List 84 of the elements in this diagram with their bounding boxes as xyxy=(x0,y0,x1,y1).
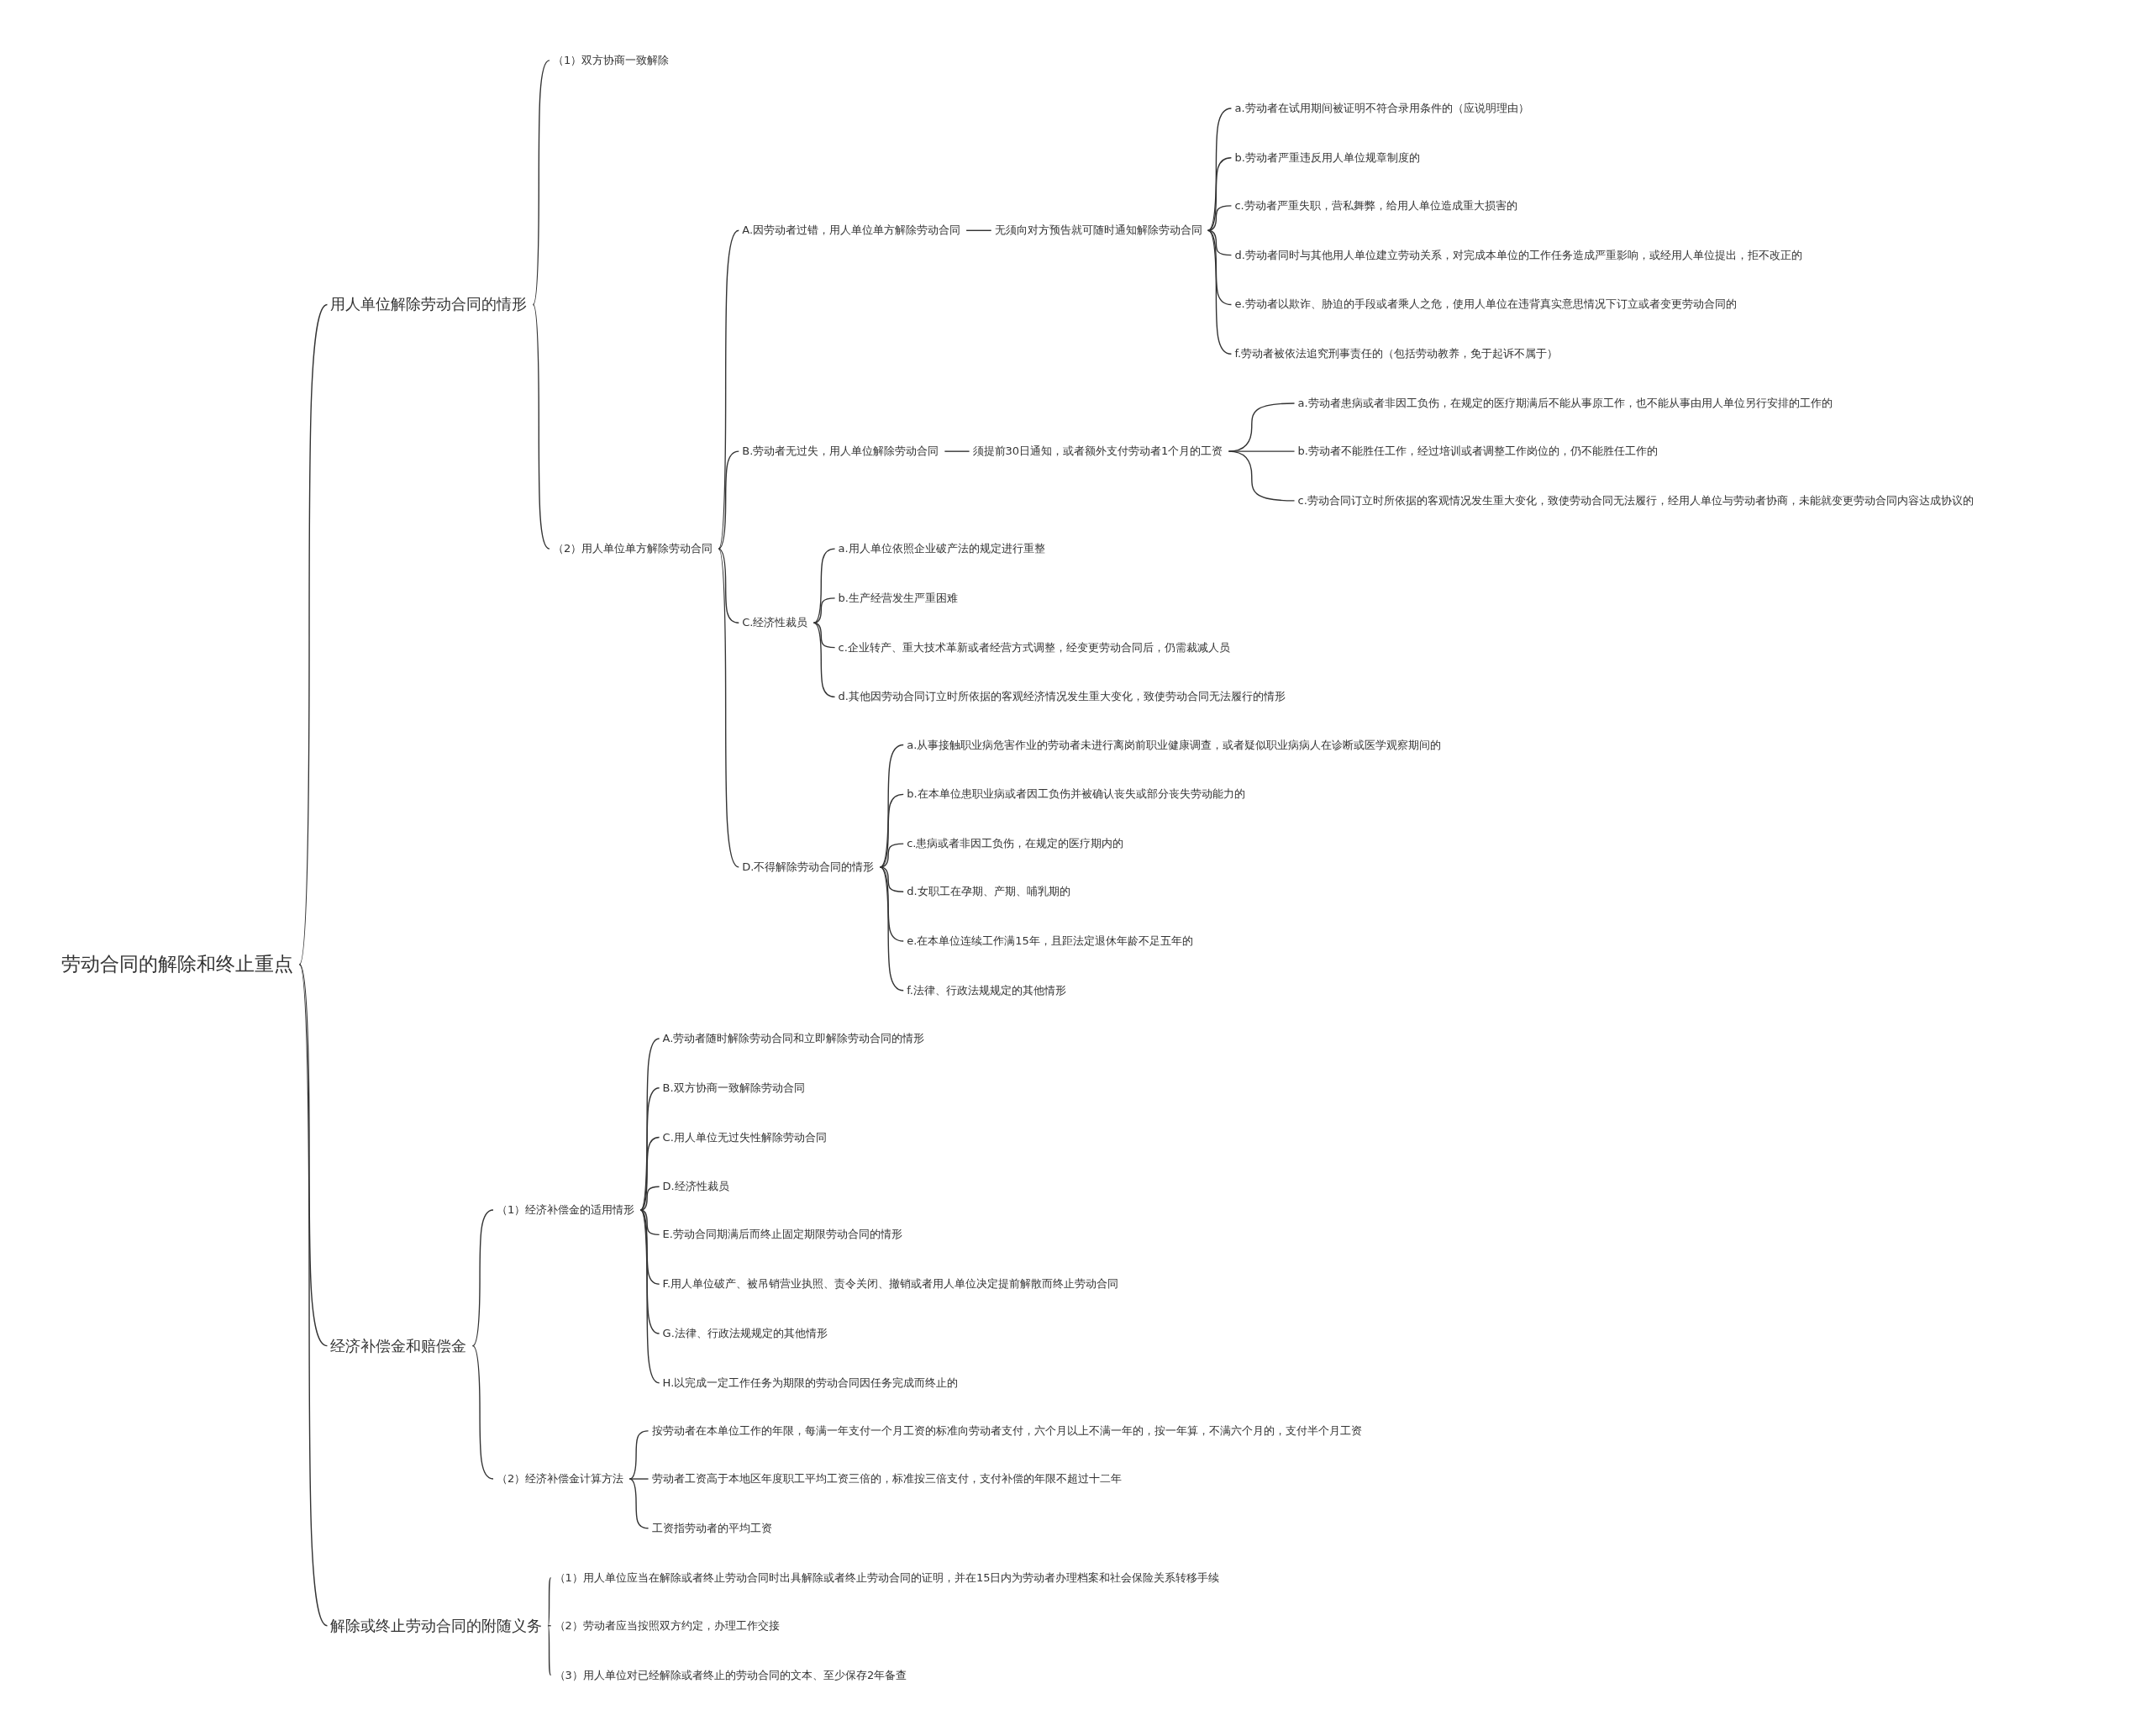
branch-line xyxy=(879,793,904,868)
branch-line xyxy=(1228,450,1296,502)
branch-line xyxy=(471,1344,494,1480)
topic-label: a.劳动者在试用期间被证明不符合录用条件的（应说明理由） xyxy=(1232,100,1532,117)
topic-label: f.法律、行政法规规定的其他情形 xyxy=(904,982,1069,999)
topic-label: b.在本单位患职业病或者因工负伤并被确认丧失或部分丧失劳动能力的 xyxy=(904,786,1248,803)
topic-label: 工资指劳动者的平均工资 xyxy=(649,1520,775,1537)
topic-label: D.不得解除劳动合同的情形 xyxy=(739,859,877,876)
topic-label: F.用人单位破产、被吊销营业执照、责令关闭、撤销或者用人单位决定提前解散而终止劳动合同 xyxy=(660,1276,1122,1292)
topic-label: b.劳动者严重违反用人单位规章制度的 xyxy=(1232,149,1423,166)
topic-label: a.劳动者患病或者非因工负伤，在规定的医疗期满后不能从事原工作，也不能从事由用人单位另行安排的工作的 xyxy=(1295,395,1835,412)
branch-line xyxy=(1207,205,1233,231)
branch-line xyxy=(1207,229,1233,256)
branch-line xyxy=(1228,450,1296,452)
branch-line xyxy=(965,229,992,231)
branch-line xyxy=(718,548,739,868)
topic-label: d.其他因劳动合同订立时所依据的客观经济情况发生重大变化，致使劳动合同无法履行的情形 xyxy=(835,688,1288,706)
topic-label: D.经济性裁员 xyxy=(660,1178,732,1196)
branch-line xyxy=(628,1478,650,1480)
branch-line xyxy=(547,1625,552,1627)
branch-line xyxy=(639,1209,660,1384)
topic-label: B.劳动者无过失，用人单位解除劳动合同 xyxy=(739,443,942,460)
topic-label: E.劳动合同期满后而终止固定期限劳动合同的情形 xyxy=(660,1226,905,1244)
branch-line xyxy=(628,1430,650,1480)
topic-label: （2）劳动者应当按照双方约定，办理工作交接 xyxy=(551,1617,782,1634)
branch-line xyxy=(944,450,970,452)
branch-line xyxy=(718,450,739,550)
branch-line xyxy=(471,1209,494,1347)
topic-label: d.劳动者同时与其他用人单位建立劳动关系，对完成本单位的工作任务造成严重影响，或经用人单位提出，拒不改正的 xyxy=(1232,246,1805,264)
topic-label: A.劳动者随时解除劳动合同和立即解除劳动合同的情形 xyxy=(660,1030,928,1047)
branch-line xyxy=(813,597,836,623)
topic-label: A.因劳动者过错，用人单位单方解除劳动合同 xyxy=(739,222,964,239)
topic-label: 按劳动者在本单位工作的年限，每满一年支付一个月工资的标准向劳动者支付，六个月以上不满一年的，按一年算，不满六个月的，支付半个月工资 xyxy=(649,1423,1365,1439)
topic-label: e.劳动者以欺诈、胁迫的手段或者乘人之危，使用人单位在违背真实意思情况下订立或者变更劳动合同的 xyxy=(1232,296,1739,313)
topic-label: C.经济性裁员 xyxy=(739,614,811,632)
topic-label: G.法律、行政法规规定的其他情形 xyxy=(660,1325,830,1342)
topic-label: （3）用人单位对已经解除或者终止的劳动合同的文本、至少保存2年备查 xyxy=(551,1666,910,1684)
topic-label: c.劳动合同订立时所依据的客观情况发生重大变化，致使劳动合同无法履行，经用人单位与劳动者协商，未能就变更劳动合同内容达成协议的 xyxy=(1295,492,1976,509)
branch-line xyxy=(639,1209,660,1236)
topic-label: （2）经济补偿金计算方法 xyxy=(494,1470,627,1487)
topic-label: b.生产经营发生严重困难 xyxy=(835,590,960,607)
topic-label: （1）经济补偿金的适用情形 xyxy=(494,1202,638,1218)
branch-line xyxy=(813,622,836,698)
topic-label: a.从事接触职业病危害作业的劳动者未进行离岗前职业健康调查，或者疑似职业病病人在诊断或医学观察期间的 xyxy=(904,736,1444,754)
topic-label: 解除或终止劳动合同的附随义务 xyxy=(328,1614,545,1637)
topic-label: （1）用人单位应当在解除或者终止劳动合同时出具解除或者终止劳动合同的证明，并在15日内为劳动者办理档案和社会保险关系转移手续 xyxy=(551,1569,1223,1586)
topic-label: （2）用人单位单方解除劳动合同 xyxy=(550,540,716,557)
topic-label: b.劳动者不能胜任工作，经过培训或者调整工作岗位的，仍不能胜任工作的 xyxy=(1295,443,1660,460)
branch-line xyxy=(547,1625,552,1676)
topic-label: （1）双方协商一致解除 xyxy=(550,52,672,69)
branch-line xyxy=(718,229,739,550)
root-topic: 劳动合同的解除和终止重点 xyxy=(59,951,297,978)
topic-label: c.企业转产、重大技术革新或者经营方式调整，经变更劳动合同后，仍需裁减人员 xyxy=(835,639,1233,656)
topic-label: c.劳动者严重失职，营私舞弊，给用人单位造成重大损害的 xyxy=(1232,197,1520,214)
branch-line xyxy=(639,1136,660,1211)
branch-line xyxy=(639,1038,660,1211)
branch-line xyxy=(639,1209,660,1285)
topic-label: C.用人单位无过失性解除劳动合同 xyxy=(660,1128,829,1146)
branch-line xyxy=(879,866,904,992)
branch-line xyxy=(639,1186,660,1211)
branch-line xyxy=(1207,108,1233,231)
topic-label: 用人单位解除劳动合同的情形 xyxy=(328,293,530,316)
branch-line xyxy=(879,866,904,892)
topic-label: 无须向对方预告就可随时通知解除劳动合同 xyxy=(991,222,1205,239)
topic-label: 劳动者工资高于本地区年度职工平均工资三倍的，标准按三倍支付，支付补偿的年限不超过十二年 xyxy=(649,1470,1124,1487)
branch-line xyxy=(628,1478,650,1529)
branch-line xyxy=(718,548,739,623)
branch-line xyxy=(298,964,329,1627)
topic-label: c.患病或者非因工负伤，在规定的医疗期内的 xyxy=(904,835,1127,852)
branch-line xyxy=(1207,229,1233,355)
topic-label: 经济补偿金和赔偿金 xyxy=(328,1334,470,1357)
topic-label: B.双方协商一致解除劳动合同 xyxy=(660,1079,807,1097)
topic-label: d.女职工在孕期、产期、哺乳期的 xyxy=(904,883,1073,901)
topic-label: 须提前30日通知，或者额外支付劳动者1个月的工资 xyxy=(970,443,1226,460)
topic-label: a.用人单位依照企业破产法的规定进行重整 xyxy=(835,540,1048,557)
branch-line xyxy=(639,1087,660,1211)
topic-label: H.以完成一定工作任务为期限的劳动合同因任务完成而终止的 xyxy=(660,1374,961,1391)
topic-label: f.劳动者被依法追究刑事责任的（包括劳动教养，免于起诉不属于） xyxy=(1232,345,1561,363)
branch-line xyxy=(298,964,329,1347)
branch-line xyxy=(532,60,550,306)
branch-line xyxy=(532,303,550,550)
branch-line xyxy=(298,303,329,965)
topic-label: e.在本单位连续工作满15年，且距法定退休年龄不足五年的 xyxy=(904,933,1196,950)
branch-line xyxy=(1207,157,1233,231)
